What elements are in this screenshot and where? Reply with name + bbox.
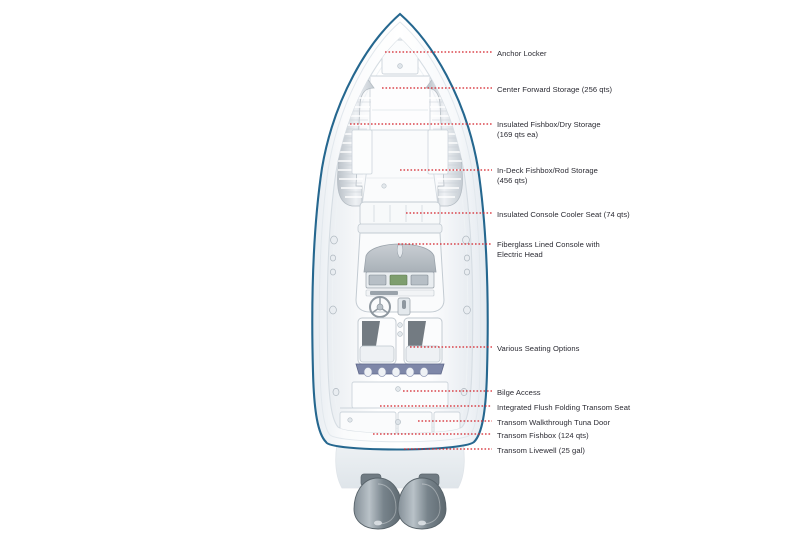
outboard-motors (353, 473, 447, 530)
fiberglass-console (355, 232, 445, 318)
transom-area (339, 381, 461, 433)
callout-label-anchor-locker: Anchor Locker (497, 49, 547, 58)
center-forward-storage (369, 75, 431, 131)
side-rod-holders (329, 235, 471, 396)
motor-port (353, 473, 403, 530)
callout-label-transom-seat: Integrated Flush Folding Transom Seat (497, 403, 631, 412)
leader-lines (350, 51, 492, 450)
callout-label-insulated-fishbox-dry: Insulated Fishbox/Dry Storage (169 qts e… (497, 120, 601, 139)
callout-label-transom-livewell: Transom Livewell (25 gal) (497, 446, 585, 455)
callout-label-tuna-door: Transom Walkthrough Tuna Door (497, 418, 611, 427)
callout-label-bilge-access: Bilge Access (497, 388, 541, 397)
callout-label-console-cooler-seat: Insulated Console Cooler Seat (74 qts) (497, 210, 630, 219)
callout-label-fiberglass-console: Fiberglass Lined Console with Electric H… (497, 240, 600, 259)
in-deck-fishbox (361, 129, 439, 207)
callout-label-in-deck-fishbox-rod: In-Deck Fishbox/Rod Storage (456 qts) (497, 166, 598, 185)
insulated-fishbox-hatches (351, 129, 449, 175)
motor-starboard (397, 473, 447, 530)
rod-holder-rack (355, 363, 445, 377)
console-cooler-seat (357, 201, 443, 234)
steering-wheel (369, 296, 391, 318)
callout-label-various-seating: Various Seating Options (497, 344, 580, 353)
helm-seating (357, 317, 443, 365)
callout-label-center-forward-storage: Center Forward Storage (256 qts) (497, 85, 613, 94)
callout-label-transom-fishbox: Transom Fishbox (124 qts) (497, 431, 589, 440)
